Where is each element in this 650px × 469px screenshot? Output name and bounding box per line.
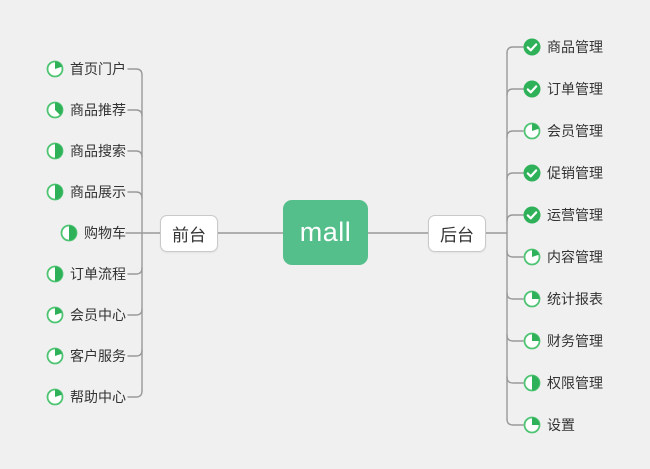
item-label: 商品管理	[547, 39, 603, 55]
node-item-left-3[interactable]: 商品展示	[46, 181, 126, 203]
task-done-icon	[523, 80, 541, 98]
task-progress-icon	[46, 388, 64, 406]
node-item-left-7[interactable]: 客户服务	[46, 345, 126, 367]
task-progress-icon	[523, 122, 541, 140]
task-progress-icon	[46, 183, 64, 201]
item-label: 商品搜索	[70, 143, 126, 159]
task-progress-icon	[523, 248, 541, 266]
item-label: 运营管理	[547, 207, 603, 223]
node-item-right-6[interactable]: 统计报表	[523, 288, 603, 310]
node-item-right-1[interactable]: 订单管理	[523, 78, 603, 100]
item-label: 商品推荐	[70, 102, 126, 118]
node-item-left-5[interactable]: 订单流程	[46, 263, 126, 285]
task-progress-icon	[60, 224, 78, 242]
node-item-left-1[interactable]: 商品推荐	[46, 99, 126, 121]
task-progress-icon	[46, 101, 64, 119]
item-label: 促销管理	[547, 165, 603, 181]
item-label: 帮助中心	[70, 389, 126, 405]
node-item-left-2[interactable]: 商品搜索	[46, 140, 126, 162]
node-item-right-4[interactable]: 运营管理	[523, 204, 603, 226]
frontend-label: 前台	[172, 226, 206, 245]
node-item-left-4[interactable]: 购物车	[60, 222, 126, 244]
item-label: 首页门户	[70, 61, 126, 77]
item-label: 财务管理	[547, 333, 603, 349]
item-label: 购物车	[84, 225, 126, 241]
node-backend[interactable]: 后台	[428, 215, 486, 252]
task-done-icon	[523, 206, 541, 224]
node-item-right-7[interactable]: 财务管理	[523, 330, 603, 352]
item-label: 权限管理	[547, 375, 603, 391]
task-progress-icon	[46, 265, 64, 283]
task-progress-icon	[523, 416, 541, 434]
task-progress-icon	[46, 347, 64, 365]
item-label: 设置	[547, 417, 575, 433]
task-progress-icon	[46, 60, 64, 78]
task-progress-icon	[523, 374, 541, 392]
item-label: 订单管理	[547, 81, 603, 97]
item-label: 会员中心	[70, 307, 126, 323]
node-item-right-2[interactable]: 会员管理	[523, 120, 603, 142]
node-item-right-3[interactable]: 促销管理	[523, 162, 603, 184]
node-item-left-8[interactable]: 帮助中心	[46, 386, 126, 408]
item-label: 会员管理	[547, 123, 603, 139]
item-label: 客户服务	[70, 348, 126, 364]
node-item-right-0[interactable]: 商品管理	[523, 36, 603, 58]
item-label: 统计报表	[547, 291, 603, 307]
backend-label: 后台	[440, 226, 474, 245]
task-progress-icon	[523, 290, 541, 308]
node-item-right-9[interactable]: 设置	[523, 414, 575, 436]
item-label: 商品展示	[70, 184, 126, 200]
node-item-right-8[interactable]: 权限管理	[523, 372, 603, 394]
task-progress-icon	[46, 142, 64, 160]
item-label: 订单流程	[70, 266, 126, 282]
root-label: mall	[299, 217, 352, 247]
node-mall[interactable]: mall	[283, 200, 368, 265]
item-label: 内容管理	[547, 249, 603, 265]
node-item-left-6[interactable]: 会员中心	[46, 304, 126, 326]
task-progress-icon	[523, 332, 541, 350]
task-done-icon	[523, 164, 541, 182]
node-item-left-0[interactable]: 首页门户	[46, 58, 126, 80]
task-progress-icon	[46, 306, 64, 324]
node-item-right-5[interactable]: 内容管理	[523, 246, 603, 268]
node-frontend[interactable]: 前台	[160, 215, 218, 252]
task-done-icon	[523, 38, 541, 56]
